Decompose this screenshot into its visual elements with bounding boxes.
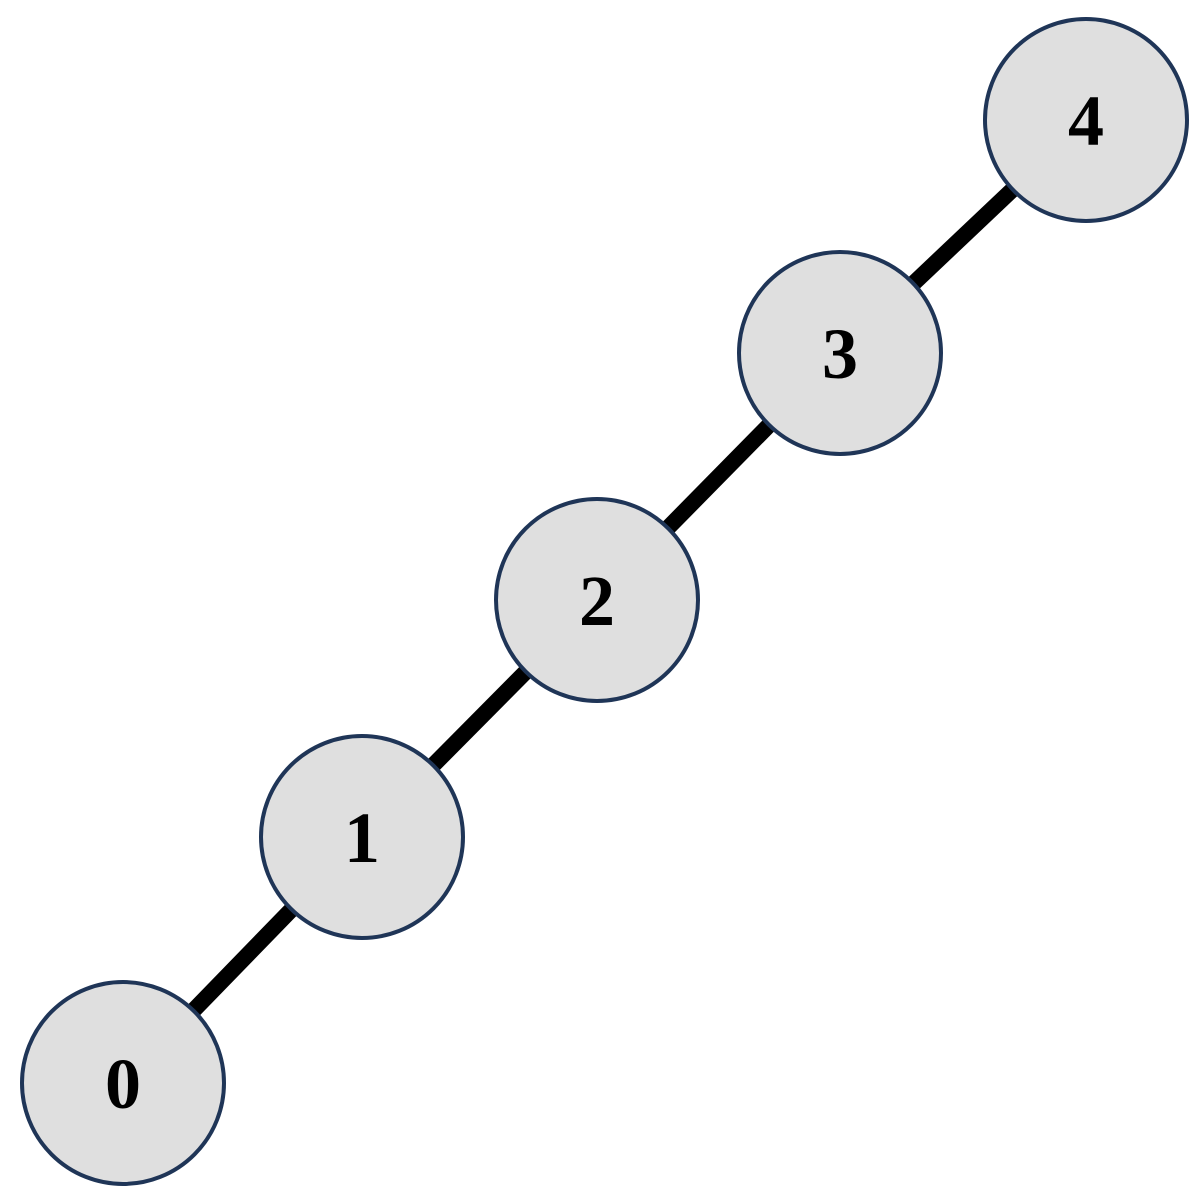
node-circle-4 [983,17,1189,223]
graph-node-4: 4 [983,17,1189,223]
graph-node-1: 1 [259,734,465,940]
node-circle-2 [494,497,700,703]
node-label-4: 4 [1068,81,1104,161]
graph-node-3: 3 [737,250,943,456]
node-circle-0 [20,980,226,1186]
graph-node-0: 0 [20,980,226,1186]
node-circle-1 [259,734,465,940]
node-label-0: 0 [105,1044,141,1124]
node-label-3: 3 [822,314,858,394]
node-circle-3 [737,250,943,456]
node-label-2: 2 [579,561,615,641]
node-label-1: 1 [344,798,380,878]
graph-node-2: 2 [494,497,700,703]
